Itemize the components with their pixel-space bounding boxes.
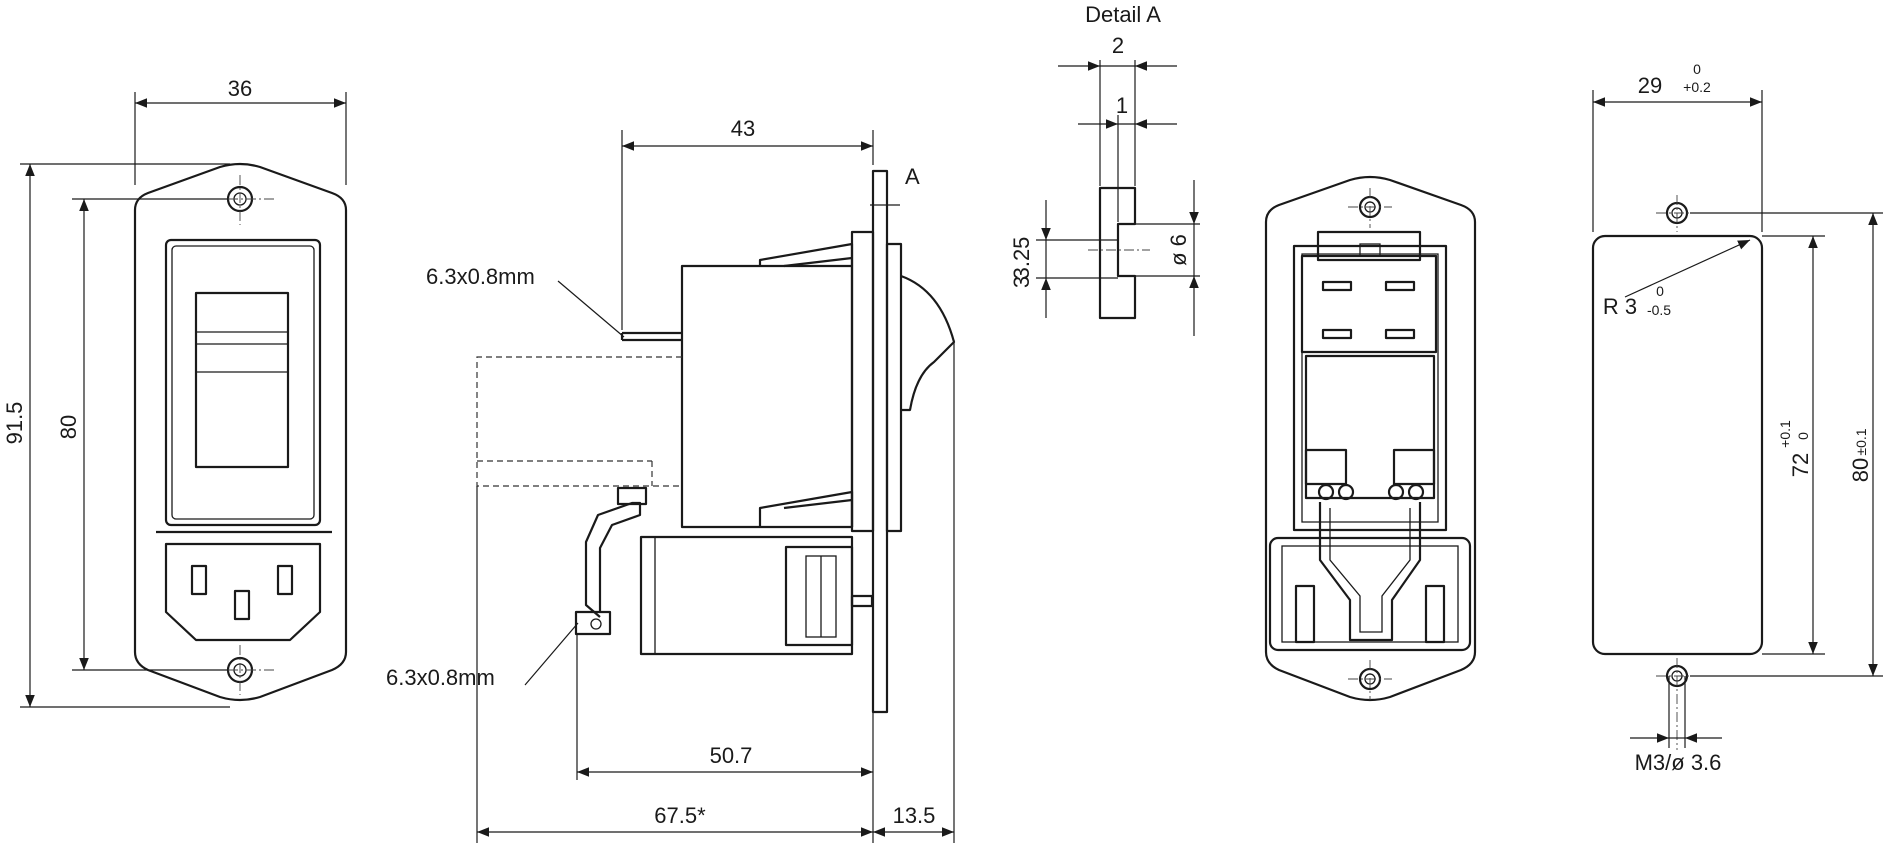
top-terminal-label: 6.3x0.8mm [426,264,535,289]
cutout-height-tol-lower: 0 [1795,432,1811,440]
switch-body [680,264,854,529]
bottom-terminal [574,610,612,636]
cutout-height-tol-upper: +0.1 [1777,420,1793,448]
front-dimensions [20,92,347,708]
rocker-switch [194,291,290,469]
cutout-radius-label: R 3 [1603,294,1637,319]
rocker-actuator [900,274,956,412]
cutout-radius-tol-lower: -0.5 [1647,302,1671,318]
rear-flange-outline [1264,175,1477,702]
protrusion-label: 13.5 [893,803,936,828]
cutout-rectangle [1591,234,1764,656]
inlet-pin-left [190,564,208,596]
rear-filter-block [1268,536,1472,652]
cutout-width-tol-upper: 0 [1693,61,1701,77]
front-width-label: 36 [228,76,252,101]
detail-offset-a-label: 3.25 [1009,237,1034,280]
front-total-height-label: 91.5 [2,402,27,445]
detail-a-section [1098,186,1137,320]
iec-inlet-outline [164,542,322,642]
detail-thickness-label: 2 [1112,33,1124,58]
inlet-block [784,545,854,647]
detail-diameter-label: ø 6 [1166,234,1191,266]
flange-profile [850,230,875,533]
detail-a-title: Detail A [1085,2,1161,27]
contact-pad [1321,280,1353,292]
total-depth-label: 67.5* [654,803,706,828]
cutout-height-label: 72 [1788,453,1813,477]
front-view [133,162,348,702]
rear-terminal-block [1304,354,1436,500]
side-view [476,169,956,714]
detail-a-view [1036,60,1200,336]
hole-spacing-label: 80 [1848,458,1873,482]
detail-offset-b-label: 3 [1009,276,1034,288]
body-depth-label: 50.7 [710,743,753,768]
side-dimensions [476,130,955,843]
inlet-pin-earth [233,589,251,621]
front-inner-height-label: 80 [56,415,81,439]
rear-switch-housing [1292,244,1448,532]
switch-bezel [164,238,322,527]
earth-lead [584,501,642,618]
rear-view [1264,175,1477,702]
side-depth-label: 43 [731,116,755,141]
cutout-radius-tol-upper: 0 [1656,283,1664,299]
detail-a-marker: A [905,164,920,189]
contact-pad [1384,328,1416,340]
bottom-terminal-label: 6.3x0.8mm [386,665,495,690]
screw-label: M3/ø 3.6 [1635,750,1722,775]
contact-pad [1384,280,1416,292]
cutout-width-label: 29 [1638,73,1662,98]
detail-step-label: 1 [1116,93,1128,118]
cutout-width-tol-lower: +0.2 [1683,79,1711,95]
panel-cutout-view [1591,90,1883,750]
mounting-panel [871,169,889,714]
contact-pad [1321,328,1353,340]
hole-spacing-tol: ±0.1 [1853,428,1869,455]
inlet-pin-right [276,564,294,596]
